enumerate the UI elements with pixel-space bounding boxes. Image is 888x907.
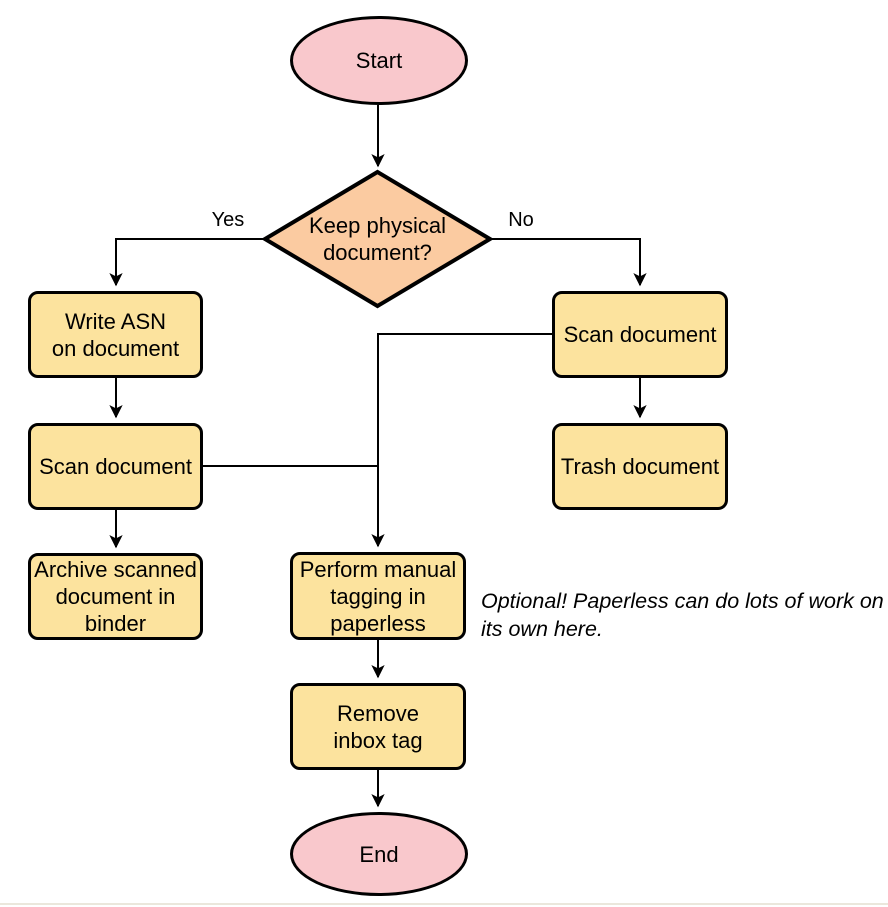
scan-document-left-node: Scan document bbox=[28, 423, 203, 510]
edge-decision-yes bbox=[109, 238, 265, 287]
end-node: End bbox=[290, 812, 468, 896]
edge-label-no: No bbox=[508, 209, 534, 231]
remove-inbox-tag-label: Remove inbox tag bbox=[333, 700, 423, 753]
decision-label: Keep physical document? bbox=[309, 213, 446, 265]
decision-shape bbox=[261, 169, 494, 309]
write-asn-label: Write ASN on document bbox=[51, 308, 180, 361]
trash-document-label: Trash document bbox=[560, 454, 720, 479]
remove-inbox-tag-node: Remove inbox tag bbox=[290, 683, 466, 770]
end-label: End bbox=[359, 841, 399, 867]
write-asn-node: Write ASN on document bbox=[28, 291, 203, 378]
decision-node: Keep physical document? bbox=[261, 168, 494, 310]
edge-decision-no bbox=[490, 238, 647, 287]
archive-label: Archive scanned document in binder bbox=[34, 557, 197, 636]
start-label: Start bbox=[355, 48, 403, 73]
start-node: Start bbox=[290, 16, 468, 105]
archive-node: Archive scanned document in binder bbox=[28, 553, 203, 640]
optional-annotation: Optional! Paperless can do lots of work … bbox=[481, 589, 884, 641]
scan-document-right-label: Scan document bbox=[563, 322, 717, 347]
edge-scanright-to-tagging bbox=[371, 333, 552, 548]
manual-tagging-label: Perform manual tagging in paperless bbox=[299, 556, 457, 636]
scan-document-left-label: Scan document bbox=[39, 454, 192, 479]
manual-tagging-node: Perform manual tagging in paperless bbox=[290, 552, 466, 640]
edge-label-yes: Yes bbox=[211, 209, 245, 231]
bottom-edge-line bbox=[0, 903, 888, 905]
scan-document-right-node: Scan document bbox=[552, 291, 728, 378]
trash-document-node: Trash document bbox=[552, 423, 728, 510]
